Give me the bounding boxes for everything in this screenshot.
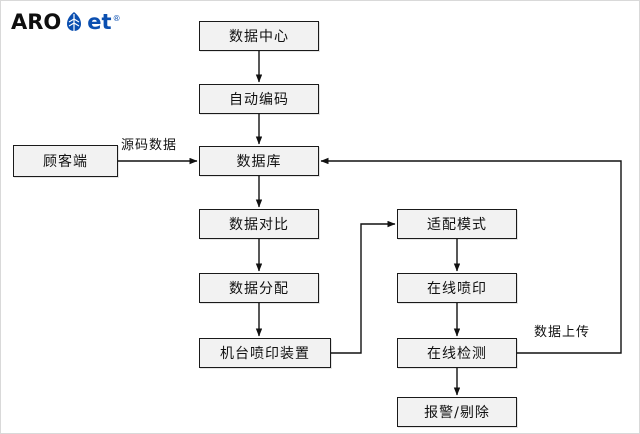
node-database[interactable]: 数据库 [199,146,319,176]
node-online-check[interactable]: 在线检测 [397,338,517,368]
node-machine-print-device[interactable]: 机台喷印装置 [199,338,331,368]
node-customer-end[interactable]: 顾客端 [13,145,118,177]
logo-text-left: ARO [11,10,62,34]
node-data-allocate[interactable]: 数据分配 [199,273,319,303]
logo-text-right: et [87,10,112,34]
node-online-print[interactable]: 在线喷印 [397,273,517,303]
node-adapt-mode[interactable]: 适配模式 [397,209,517,239]
edge-label-source-code-data: 源码数据 [121,138,178,153]
registered-trademark-icon: ® [112,14,121,23]
arojet-logo: ARO et ® [11,9,121,35]
node-data-center[interactable]: 数据中心 [199,21,319,51]
node-alarm-reject[interactable]: 报警/剔除 [397,397,517,427]
node-data-compare[interactable]: 数据对比 [199,209,319,239]
leaf-mark-icon [63,11,85,33]
edge-label-data-upload: 数据上传 [534,325,591,340]
node-auto-encode[interactable]: 自动编码 [199,84,319,114]
